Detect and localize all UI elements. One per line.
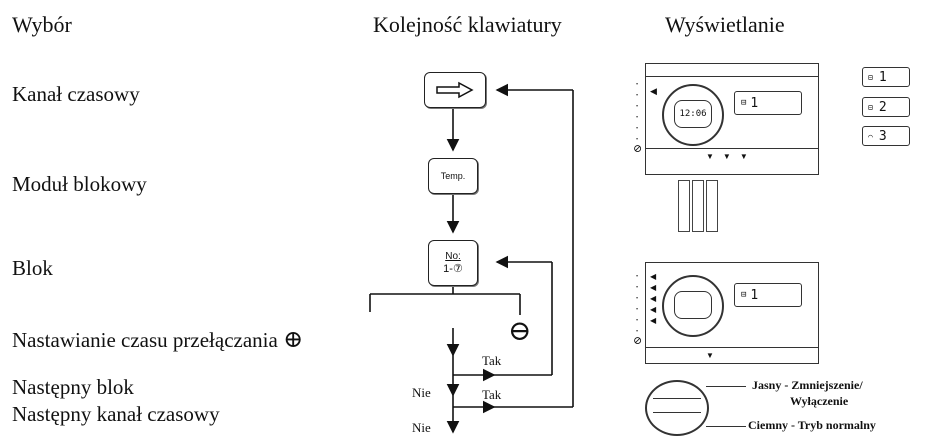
time-dial: 12:06 — [662, 84, 724, 146]
lcd-alt-1: ⊟ 1 — [862, 67, 910, 87]
status-dots-bottom: •••••• — [636, 274, 639, 335]
block-key-top: No: — [445, 251, 461, 262]
block-strip-3 — [706, 180, 718, 232]
display-panel-top: ◀ 12:06 ⊟ 1 ▼▼▼ — [645, 63, 819, 175]
legend-jasny-2: Wyłączenie — [790, 394, 849, 408]
label-tak-1: Tak — [482, 353, 502, 368]
dial-time: 12:06 — [679, 109, 707, 119]
legend-ciemny: Ciemny - Tryb normalny — [748, 418, 876, 432]
indicator-arrow: ▼ — [706, 351, 714, 360]
plus-icon: ⊕ — [283, 327, 304, 353]
alt1-icon: ⊟ — [868, 72, 873, 82]
display-top-divider — [646, 76, 818, 77]
block-key-button[interactable]: No: 1-⑦ — [428, 240, 478, 286]
temp-key-button[interactable]: Temp. — [428, 158, 478, 194]
block-key-bottom: 1-⑦ — [443, 263, 463, 275]
minus-icon: ⊖ — [508, 316, 532, 347]
display-panel-bottom: ◀◀◀◀◀ ⊟ 1 ▼ — [645, 262, 819, 364]
alt3-icon: ⌒ — [868, 131, 873, 141]
header-wybor: Wybór — [12, 12, 72, 37]
arrow-key-button[interactable] — [424, 72, 486, 108]
label-nie-2: Nie — [412, 420, 431, 435]
block-strip-2 — [692, 180, 704, 232]
label-kanal-czasowy: Kanał czasowy — [12, 82, 140, 106]
marker-triangle-icon: ◀ — [650, 86, 657, 96]
legend-dial-line-1 — [653, 398, 701, 399]
header-wyswietlanie: Wyświetlanie — [665, 12, 785, 37]
label-tak-2: Tak — [482, 387, 502, 402]
block-lcd-value: 1 — [750, 287, 759, 303]
lcd-alt-1-value: 1 — [878, 69, 887, 85]
legend-dial-line-2 — [653, 412, 701, 413]
block-lcd-icon: ⊟ — [741, 290, 747, 300]
marker-triangles-icon: ◀◀◀◀◀ — [650, 272, 657, 325]
legend-dial — [645, 380, 709, 436]
lcd-alt-2: ⊟ 2 — [862, 97, 910, 117]
header-kolejnosc: Kolejność klawiatury — [373, 12, 562, 37]
status-dots-top: •••••• — [636, 82, 639, 143]
alt2-icon: ⊟ — [868, 102, 873, 112]
indicator-arrows: ▼▼▼ — [706, 152, 757, 161]
label-nastepny-kanal: Następny kanał czasowy — [12, 402, 220, 426]
clock-icon: ⊘ — [633, 143, 643, 155]
legend-jasny-1: Jasny - Zmniejszenie/ — [752, 378, 863, 392]
label-nastawianie: Nastawianie czasu przełączania ⊕ — [12, 328, 303, 353]
label-blok: Blok — [12, 256, 53, 280]
display2-divider — [646, 347, 818, 348]
legend-leader-1 — [706, 386, 746, 387]
temp-key-label: Temp. — [440, 171, 466, 181]
channel-lcd: ⊟ 1 — [734, 91, 802, 115]
label-nie-1: Nie — [412, 385, 431, 400]
channel-lcd-value: 1 — [750, 95, 759, 111]
channel-icon: ⊟ — [741, 98, 747, 108]
block-strip-1 — [678, 180, 690, 232]
lcd-alt-3: ⌒ 3 — [862, 126, 910, 146]
right-arrow-icon — [436, 81, 474, 99]
label-nastepny-blok: Następny blok — [12, 375, 134, 399]
block-lcd: ⊟ 1 — [734, 283, 802, 307]
block-dial — [662, 275, 724, 337]
clock-icon-2: ⊘ — [633, 335, 643, 347]
display-bottom-divider — [646, 148, 818, 149]
lcd-alt-3-value: 3 — [878, 128, 887, 144]
lcd-alt-2-value: 2 — [878, 99, 887, 115]
label-modul-blokowy: Moduł blokowy — [12, 172, 147, 196]
legend-leader-2 — [706, 426, 746, 427]
label-nastawianie-text: Nastawianie czasu przełączania — [12, 328, 278, 352]
